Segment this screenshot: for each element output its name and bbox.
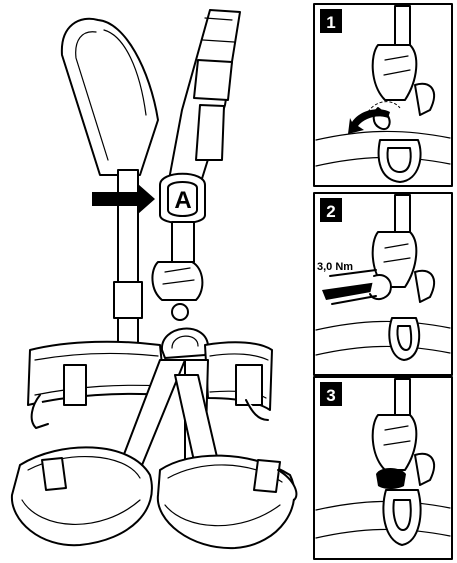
waist-belt <box>27 340 273 429</box>
chest-buckle <box>151 261 204 321</box>
harness-illustration: A <box>10 9 298 550</box>
curved-arrow-icon <box>348 109 390 134</box>
step-number: 3 <box>326 386 335 405</box>
wrench-icon <box>322 269 392 305</box>
arrow-right-icon <box>92 184 155 214</box>
step-number: 1 <box>326 13 335 32</box>
step-number: 2 <box>326 202 335 221</box>
step-badge <box>320 198 342 222</box>
step-badge <box>320 9 342 33</box>
chest-attachment-point: A <box>159 172 206 225</box>
right-shoulder-strap <box>167 9 241 186</box>
step-panel-2: 2 3,0 Nm <box>313 192 453 376</box>
step-badge <box>320 382 342 406</box>
step-panel-1: 1 <box>313 3 453 187</box>
callout-letter-a: A <box>174 187 191 214</box>
step-panel-3: 3 <box>313 376 453 560</box>
torque-label: 3,0 Nm <box>317 261 353 273</box>
leg-straps <box>10 359 298 550</box>
left-shoulder-strap <box>60 17 159 346</box>
